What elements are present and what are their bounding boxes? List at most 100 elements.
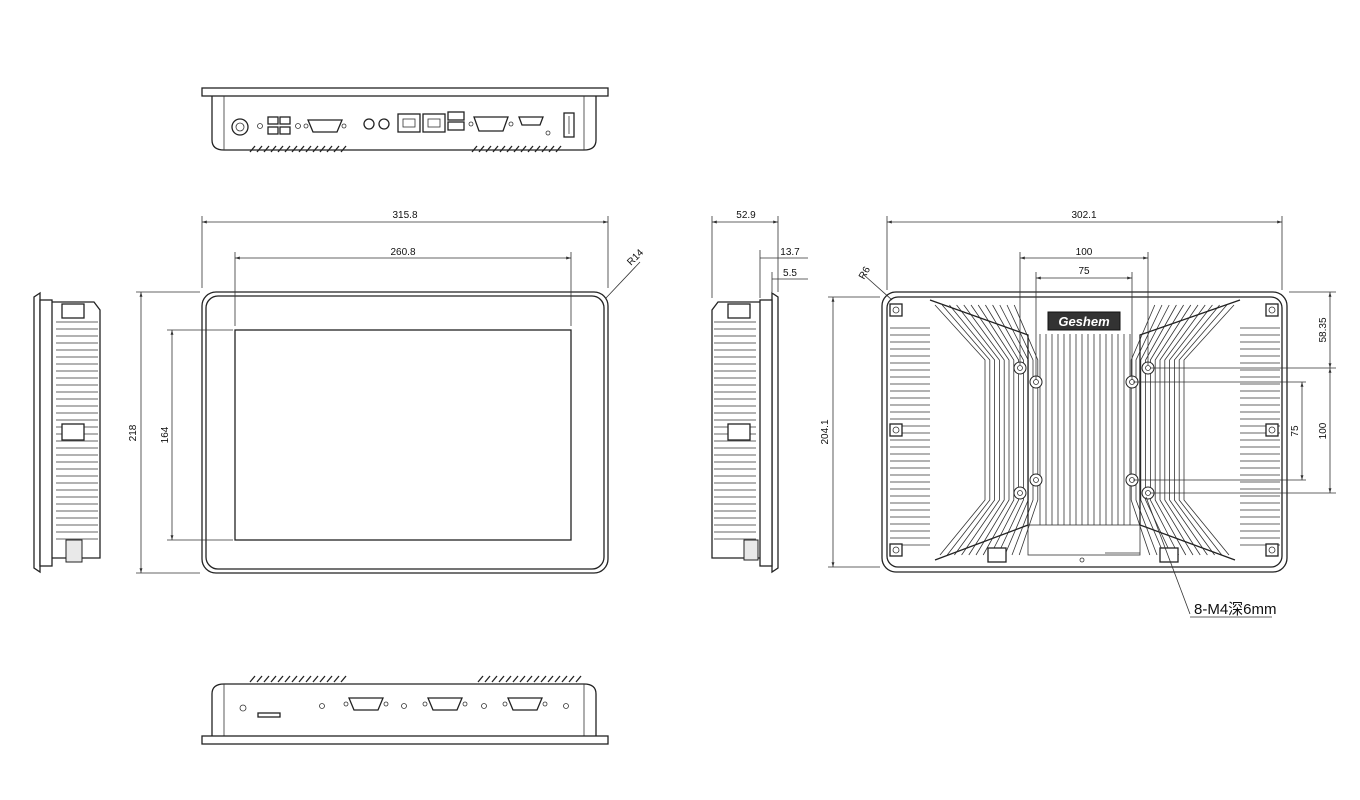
- screw-boss: [889, 423, 903, 437]
- diagonal-fin: [970, 304, 1010, 556]
- rear-height-label: 204.1: [820, 419, 831, 444]
- screw-icon: [462, 701, 468, 707]
- com-port-icon: [303, 119, 347, 133]
- com-port-icon: [507, 697, 543, 711]
- vesa-inner-width-label: 75: [1078, 266, 1090, 277]
- vent-slot: [256, 675, 263, 683]
- screw-icon: [1268, 306, 1276, 314]
- screw-icon: [892, 426, 900, 434]
- display-width-label: 260.8: [390, 247, 415, 258]
- vga-port-icon: [468, 116, 514, 132]
- screw-icon: [545, 130, 551, 136]
- diagonal-fin: [1183, 304, 1235, 556]
- right-side-fins: [714, 303, 756, 540]
- mounting-holes-note: 8-M4深6mm: [1194, 601, 1277, 618]
- diagonal-fin: [963, 304, 1005, 556]
- power-button-icon: [231, 118, 249, 136]
- slot: [1027, 524, 1141, 556]
- diagonal-fin: [1169, 304, 1213, 556]
- jack-icon: [319, 703, 325, 709]
- diagonal-fin: [985, 304, 1019, 556]
- vent-slot: [340, 145, 347, 153]
- top-view: [201, 87, 609, 153]
- com-port-icon: [348, 697, 384, 711]
- diagonal-fin: [992, 304, 1024, 556]
- vent-slot: [270, 675, 277, 683]
- brand-logo: Geshem: [1047, 311, 1121, 331]
- vent-slot: [249, 145, 256, 153]
- led-icon: [257, 123, 263, 129]
- fin-boundary: [1139, 299, 1241, 561]
- vent-slot: [319, 145, 326, 153]
- vent-slot: [256, 145, 263, 153]
- vesa-boss: [1029, 473, 1043, 487]
- vesa-inner-height-label: 75: [1290, 425, 1301, 437]
- jack-icon: [401, 703, 407, 709]
- display-area: [234, 329, 572, 541]
- vent-slot: [513, 145, 520, 153]
- vent-slot: [555, 145, 562, 153]
- front-height-label: 218: [128, 424, 139, 441]
- vent-slot: [498, 675, 505, 683]
- diagonal-fin: [941, 304, 991, 556]
- bracket: [727, 303, 751, 319]
- vent-slot: [505, 675, 512, 683]
- vesa-outer-width-label: 100: [1076, 247, 1093, 258]
- right-side-view: 52.9 13.7 5.5: [711, 210, 808, 574]
- vent-slot: [520, 145, 527, 153]
- diagonal-fin: [1150, 304, 1184, 556]
- vent-slot: [506, 145, 513, 153]
- com-port-icon: [427, 697, 463, 711]
- vent-slot: [533, 675, 540, 683]
- vesa-hole-icon: [1017, 490, 1023, 496]
- vent-slot: [326, 675, 333, 683]
- vent-slot: [478, 145, 485, 153]
- diagonal-fin: [1174, 304, 1220, 556]
- diagonal-fin: [956, 304, 1000, 556]
- diagonal-fin: [1159, 304, 1199, 556]
- screw-icon: [383, 701, 389, 707]
- screw-boss: [1265, 543, 1279, 557]
- vent-slot: [561, 675, 568, 683]
- screw-icon: [343, 701, 349, 707]
- antenna-icon: [239, 704, 247, 712]
- hdmi-port-icon: [518, 116, 544, 126]
- vent-slot: [554, 675, 561, 683]
- screw-boss: [889, 303, 903, 317]
- vent-slot: [326, 145, 333, 153]
- panel-thickness-label: 5.5: [783, 268, 797, 279]
- vent-slot: [492, 145, 499, 153]
- bezel-depth-label: 13.7: [780, 247, 800, 258]
- ethernet-port-icon: [397, 113, 446, 133]
- vent-slot: [333, 675, 340, 683]
- rear-width-label: 302.1: [1071, 210, 1096, 221]
- vent-slot: [298, 145, 305, 153]
- vent-slot: [484, 675, 491, 683]
- diagonal-fin: [949, 304, 995, 556]
- vent-slot: [541, 145, 548, 153]
- vesa-boss: [1013, 486, 1027, 500]
- screw-icon: [1268, 546, 1276, 554]
- vent-slot: [305, 675, 312, 683]
- screw-icon: [892, 306, 900, 314]
- vent-slot: [485, 145, 492, 153]
- left-side-fins: [56, 303, 98, 540]
- vent-slot: [305, 145, 312, 153]
- screw-boss: [1265, 423, 1279, 437]
- vent-slot: [547, 675, 554, 683]
- diagonal-fin: [1145, 304, 1177, 556]
- reset-icon: [295, 123, 301, 129]
- vent-slot: [499, 145, 506, 153]
- vent-slot: [284, 675, 291, 683]
- diagonal-fin: [1154, 304, 1192, 556]
- vent-slot: [284, 145, 291, 153]
- vesa-mounting-holes: [1013, 361, 1155, 500]
- vent-slot: [519, 675, 526, 683]
- rear-center-fins: [1027, 334, 1141, 556]
- vesa-top-offset-label: 58.35: [1318, 317, 1329, 342]
- screw-icon: [1268, 426, 1276, 434]
- vent-slot: [340, 675, 347, 683]
- screw-icon: [892, 546, 900, 554]
- bracket: [727, 423, 751, 441]
